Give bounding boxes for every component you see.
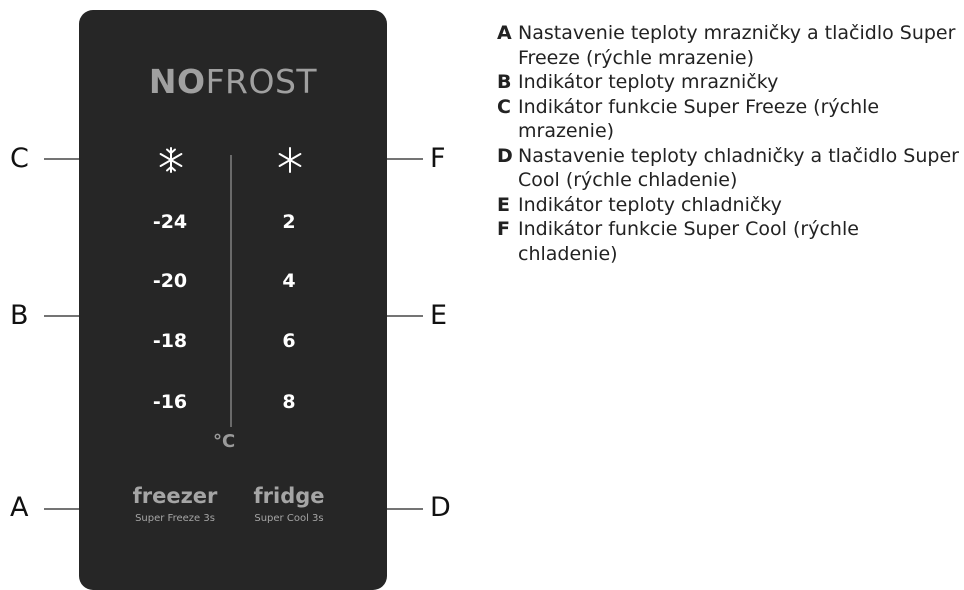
fridge-temp-indicator[interactable]: 4: [282, 270, 296, 292]
callout-e: E: [430, 300, 448, 331]
freezer-button-subtitle: Super Freeze 3s: [135, 513, 215, 524]
freezer-temp-indicator[interactable]: -20: [152, 270, 188, 292]
callout-a: A: [10, 492, 29, 523]
fridge-temp-indicator[interactable]: 8: [282, 391, 296, 413]
panel-divider: [230, 155, 232, 427]
fridge-temp-indicator[interactable]: 6: [282, 330, 296, 352]
fridge-button-label: fridge: [253, 484, 325, 508]
fridge-button-subtitle: Super Cool 3s: [254, 513, 324, 524]
callout-c: C: [10, 143, 29, 174]
brand-logo: NOFROST: [148, 62, 318, 101]
callout-b: B: [10, 300, 29, 331]
callout-d: D: [430, 492, 451, 523]
fridge-temp-indicator[interactable]: 2: [282, 211, 296, 233]
freezer-button-label: freezer: [132, 484, 218, 508]
freezer-temp-indicator[interactable]: -18: [152, 330, 188, 352]
temperature-unit: °C: [213, 431, 236, 452]
callout-f: F: [430, 143, 446, 174]
control-panel: NOFROST -24 -20 -18 -16 2 4 6 8: [79, 10, 387, 590]
snowflake-icon: [157, 146, 185, 178]
asterisk-icon: [276, 146, 304, 178]
freezer-temp-indicator[interactable]: -16: [152, 391, 188, 413]
freezer-temp-indicator[interactable]: -24: [152, 211, 188, 233]
